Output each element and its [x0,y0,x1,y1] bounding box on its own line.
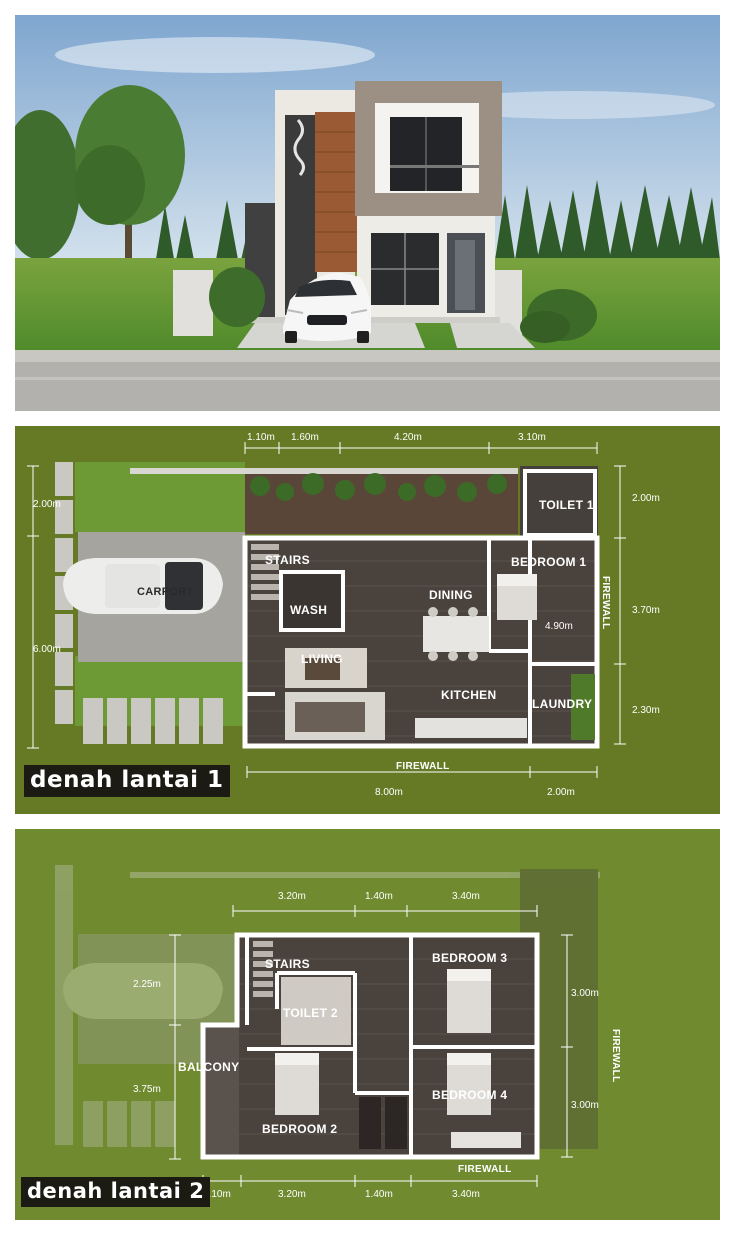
dim2-left-2: 3.75m [133,1084,161,1095]
trees-left [15,85,185,280]
dim2-bottom-2: 3.20m [278,1189,306,1200]
dim-bottom-1: 8.00m [375,787,403,798]
stairs-label: STAIRS [265,553,310,567]
bedroom3-label: BEDROOM 3 [432,951,507,965]
dim2-right-2: 3.00m [571,1100,599,1111]
dim-top-1: 1.10m [247,432,275,443]
bedroom4-label: BEDROOM 4 [432,1088,507,1102]
dim2-left-1: 2.25m [133,979,161,990]
dim2-right-1: 3.00m [571,988,599,999]
dim2-bottom-3: 1.40m [365,1189,393,1200]
shrubs [209,267,597,343]
road [15,362,720,411]
toilet2-label: TOILET 2 [283,1006,338,1020]
dim-right-3: 2.30m [632,705,660,716]
carport-label: CARPORT [137,586,194,598]
dim-left-2: 6.00m [33,644,61,655]
floor2-caption: denah lantai 2 [21,1177,211,1207]
dim-top-2: 1.60m [291,432,319,443]
bedroom2-label: BEDROOM 2 [262,1122,337,1136]
house [245,81,502,323]
dim-top-3: 4.20m [394,432,422,443]
kitchen-label: KITCHEN [441,688,496,702]
dim2-bottom-4: 3.40m [452,1189,480,1200]
dim2-bottom-1: 1.10m [203,1189,231,1200]
bedroom1-label: BEDROOM 1 [511,555,586,569]
car [283,272,371,343]
wash-label: WASH [290,603,327,617]
balcony-label: BALCONY [178,1060,239,1074]
firewall-side-label-2: FIREWALL [610,1029,621,1083]
side-wall-left [173,270,213,336]
dim-right-2: 3.70m [632,605,660,616]
house-exterior-render [15,15,720,411]
floor-plan-level-1: STAIRS WASH DINING LIVING KITCHEN BEDROO… [15,426,720,814]
toilet1-label: TOILET 1 [539,498,594,512]
dim-top-4: 3.10m [518,432,546,443]
floor1-caption: denah lantai 1 [24,765,230,797]
treeline [155,180,720,265]
living-label: LIVING [301,652,343,666]
firewall-label-2: FIREWALL [458,1164,512,1175]
dim-inner: 4.90m [545,621,573,632]
carport-car [63,558,223,614]
firewall-side-label: FIREWALL [600,576,611,630]
floor-plan-level-2: STAIRS TOILET 2 BEDROOM 2 BEDROOM 3 BEDR… [15,829,720,1220]
dim2-top-3: 3.40m [452,891,480,902]
dim-right-1: 2.00m [632,493,660,504]
dim2-top-2: 1.40m [365,891,393,902]
dim-bottom-2: 2.00m [547,787,575,798]
firewall-label: FIREWALL [396,761,450,772]
laundry-label: LAUNDRY [532,697,592,711]
dim-left-1: 2.00m [33,499,61,510]
dim2-top-1: 3.20m [278,891,306,902]
dining-label: DINING [429,588,473,602]
balcony-area [203,1025,239,1157]
stairs-label-2: STAIRS [265,957,310,971]
